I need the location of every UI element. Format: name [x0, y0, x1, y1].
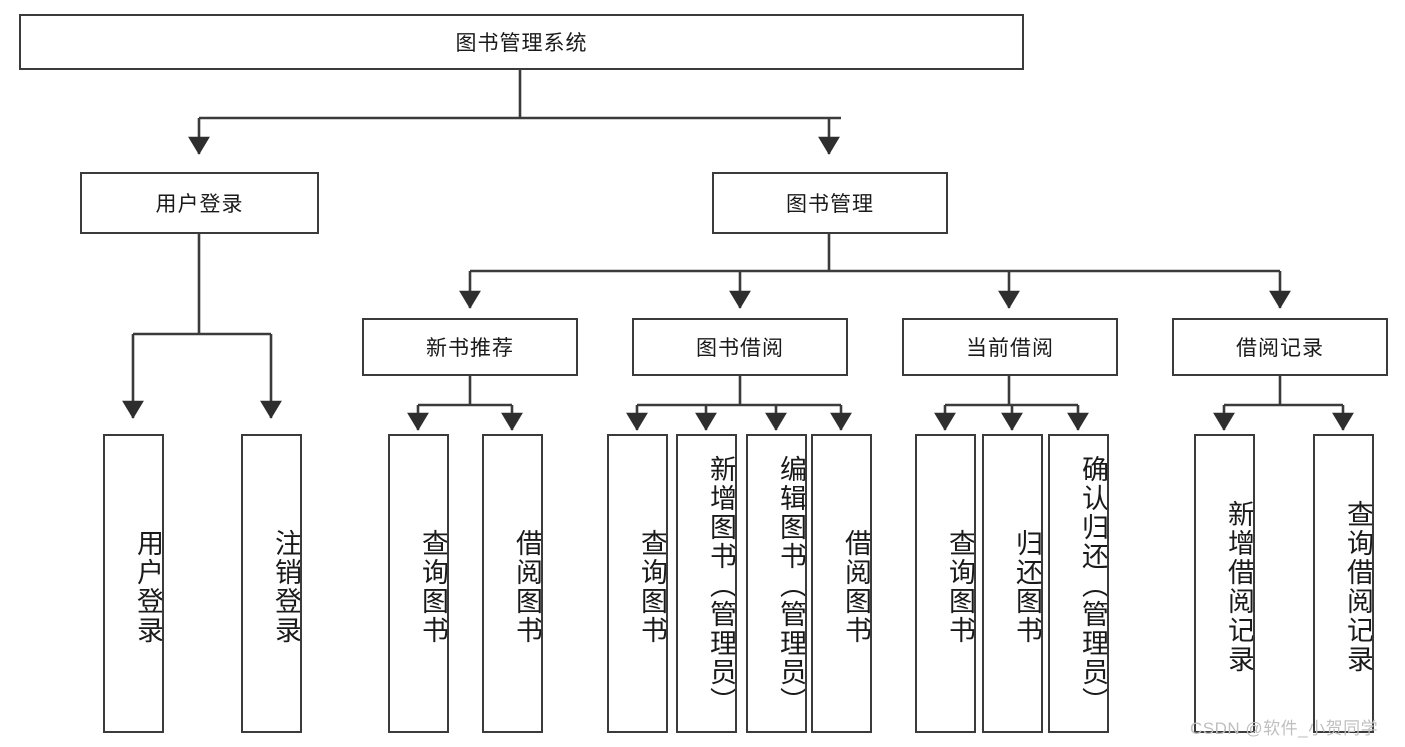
node-label: 编辑图书（管理员） [776, 455, 806, 716]
leaf-borrow-book-recommend[interactable]: 借阅图书 [482, 434, 543, 733]
node-user-login[interactable]: 用户登录 [80, 172, 319, 234]
leaf-query-borrow-record[interactable]: 查询借阅记录 [1313, 434, 1374, 733]
node-label: 用户登录 [155, 193, 244, 216]
leaf-add-borrow-record[interactable]: 新增借阅记录 [1194, 434, 1255, 733]
node-label: 当前借阅 [966, 337, 1054, 360]
node-label: 查询图书 [637, 528, 667, 645]
leaf-query-book-recommend[interactable]: 查询图书 [388, 434, 449, 733]
node-label: 图书管理系统 [455, 32, 588, 55]
node-label: 新增借阅记录 [1224, 499, 1254, 674]
node-label: 借阅图书 [841, 528, 871, 645]
node-label: 归还图书 [1012, 528, 1042, 645]
leaf-logout-login[interactable]: 注销登录 [241, 434, 302, 733]
node-book-management[interactable]: 图书管理 [712, 172, 948, 234]
node-label: 查询借阅记录 [1343, 499, 1373, 674]
csdn-watermark: CSDN @软件_小贺同学 [1190, 719, 1379, 738]
node-new-book-recommend[interactable]: 新书推荐 [362, 318, 578, 376]
node-label: 新书推荐 [426, 337, 514, 360]
node-label: 图书借阅 [696, 337, 784, 360]
node-current-borrow[interactable]: 当前借阅 [902, 318, 1118, 376]
leaf-query-book-current[interactable]: 查询图书 [915, 434, 976, 733]
node-label: 新增图书（管理员） [706, 455, 736, 716]
node-label: 用户登录 [133, 528, 163, 645]
node-root-book-management-system[interactable]: 图书管理系统 [19, 14, 1024, 70]
node-label: 借阅图书 [512, 528, 542, 645]
leaf-edit-book-admin[interactable]: 编辑图书（管理员） [746, 434, 807, 733]
leaf-confirm-return-admin[interactable]: 确认归还（管理员） [1048, 434, 1109, 733]
node-label: 注销登录 [271, 528, 301, 645]
leaf-borrow-book-borrow[interactable]: 借阅图书 [811, 434, 872, 733]
node-label: 查询图书 [418, 528, 448, 645]
leaf-return-book[interactable]: 归还图书 [982, 434, 1043, 733]
node-label: 查询图书 [945, 528, 975, 645]
node-borrow-record[interactable]: 借阅记录 [1172, 318, 1388, 376]
node-book-borrow[interactable]: 图书借阅 [632, 318, 848, 376]
node-label: 借阅记录 [1236, 337, 1324, 360]
node-label: 图书管理 [786, 193, 874, 216]
node-label: 确认归还（管理员） [1078, 455, 1108, 716]
leaf-add-book-admin[interactable]: 新增图书（管理员） [676, 434, 737, 733]
leaf-query-book-borrow[interactable]: 查询图书 [607, 434, 668, 733]
leaf-user-login[interactable]: 用户登录 [103, 434, 164, 733]
